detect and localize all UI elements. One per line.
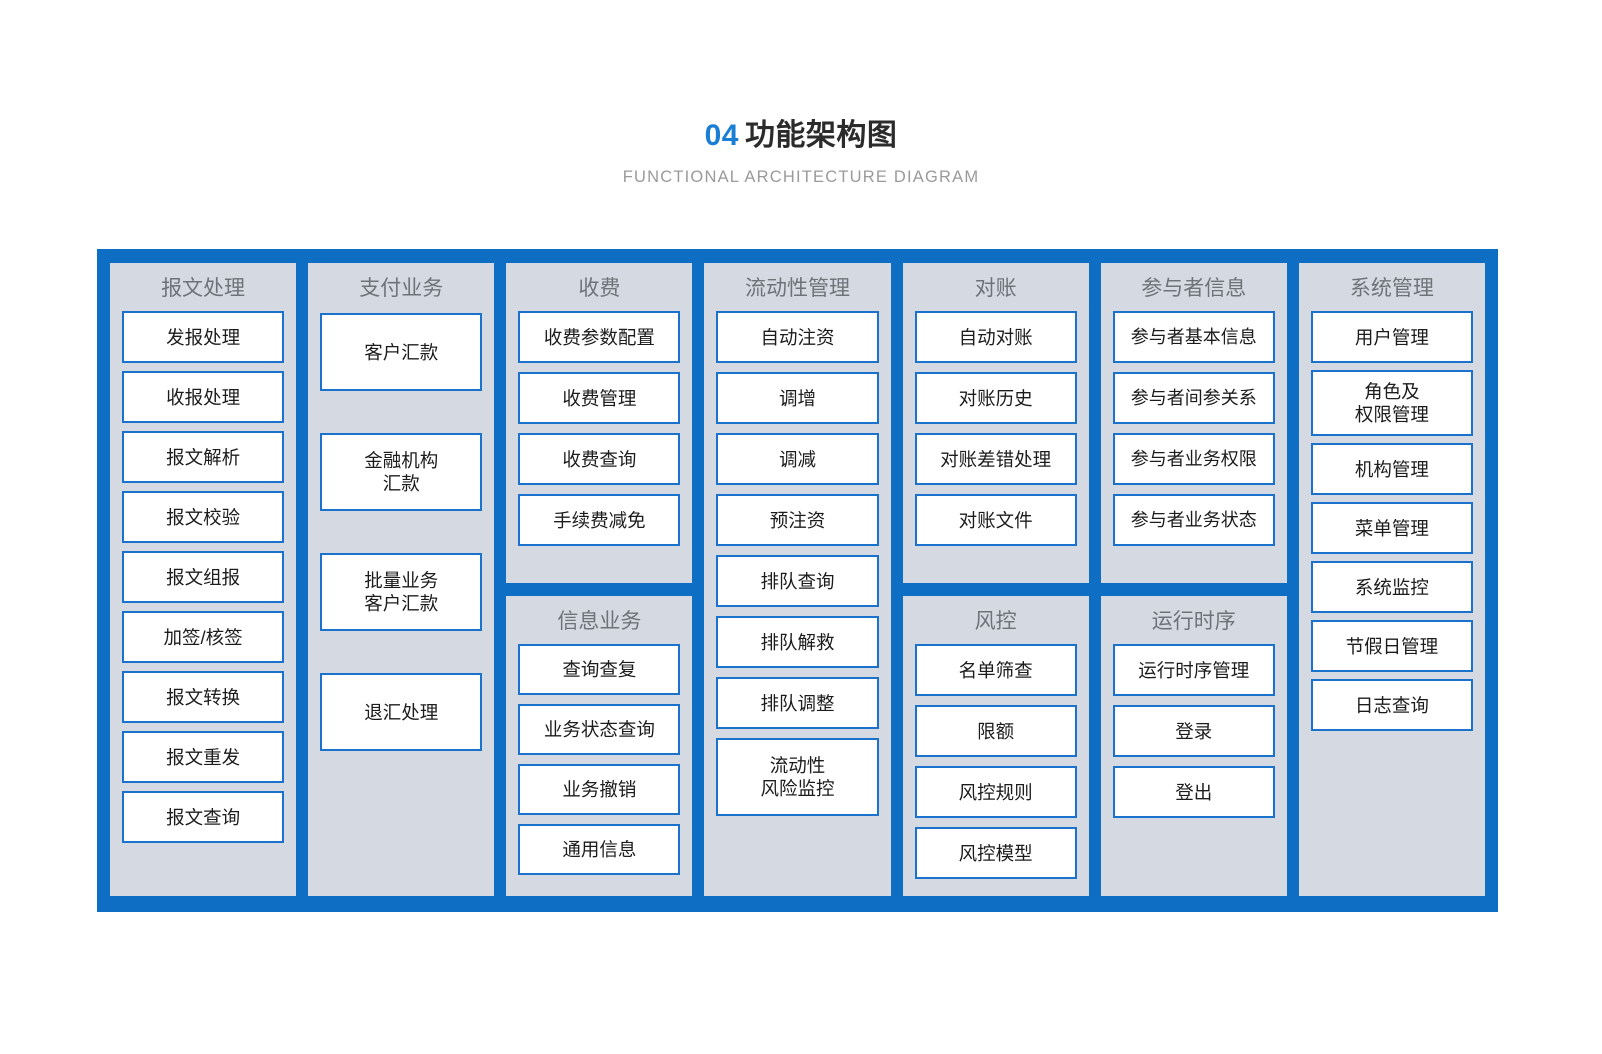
diagram-frame: 报文处理 发报处理 收报处理 报文解析 报文校验 报文组报 加签/核签 报文转换… (97, 249, 1498, 912)
item-box[interactable]: 报文解析 (122, 431, 285, 484)
column-liquidity-management: 流动性管理 自动注资 调增 调减 预注资 排队查询 排队解救 排队调整 流动性 … (704, 263, 891, 896)
item-box[interactable]: 自动注资 (716, 311, 879, 364)
item-box[interactable]: 发报处理 (122, 311, 285, 364)
item-box[interactable]: 登录 (1112, 705, 1275, 758)
item-box[interactable]: 收费参数配置 (518, 311, 681, 364)
group-items: 查询查复 业务状态查询 业务撤销 通用信息 (518, 644, 681, 876)
item-box[interactable]: 参与者业务状态 (1112, 494, 1275, 547)
item-box[interactable]: 报文组报 (122, 551, 285, 604)
item-box[interactable]: 风控规则 (914, 766, 1077, 819)
item-box[interactable]: 收报处理 (122, 371, 285, 424)
group-items: 客户汇款 金融机构 汇款 批量业务 客户汇款 退汇处理 (320, 313, 483, 752)
item-box[interactable]: 运行时序管理 (1112, 644, 1275, 697)
group-payment-business: 支付业务 客户汇款 金融机构 汇款 批量业务 客户汇款 退汇处理 (308, 263, 495, 896)
group-title: 系统管理 (1349, 277, 1434, 300)
item-box[interactable]: 报文查询 (122, 791, 285, 844)
item-box[interactable]: 调增 (716, 372, 879, 425)
item-box[interactable]: 排队查询 (716, 555, 879, 608)
item-box[interactable]: 加签/核签 (122, 611, 285, 664)
group-participant-info: 参与者信息 参与者基本信息 参与者间参关系 参与者业务权限 参与者业务状态 (1100, 263, 1287, 583)
item-box[interactable]: 对账差错处理 (914, 433, 1077, 486)
item-box[interactable]: 名单筛查 (914, 644, 1077, 697)
item-box[interactable]: 退汇处理 (320, 673, 483, 752)
group-title: 风控 (974, 610, 1017, 633)
group-title: 参与者信息 (1141, 277, 1247, 300)
item-box[interactable]: 通用信息 (518, 824, 681, 876)
group-title: 信息业务 (557, 610, 642, 633)
group-title: 流动性管理 (744, 277, 850, 300)
group-run-schedule: 运行时序 运行时序管理 登录 登出 (1100, 596, 1287, 896)
item-box[interactable]: 参与者基本信息 (1112, 311, 1275, 364)
title-text: 功能架构图 (744, 119, 898, 152)
group-items: 运行时序管理 登录 登出 (1112, 644, 1275, 819)
column-payment-business: 支付业务 客户汇款 金融机构 汇款 批量业务 客户汇款 退汇处理 (308, 263, 495, 896)
group-risk-control: 风控 名单筛查 限额 风控规则 风控模型 (902, 596, 1089, 896)
item-box[interactable]: 调减 (716, 433, 879, 486)
item-box[interactable]: 参与者间参关系 (1112, 372, 1275, 425)
item-box[interactable]: 机构管理 (1310, 443, 1473, 496)
item-box[interactable]: 收费查询 (518, 433, 681, 486)
column-reconciliation-and-risk: 对账 自动对账 对账历史 对账差错处理 对账文件 风控 名单筛查 限额 风控规则… (902, 263, 1089, 896)
item-box[interactable]: 对账文件 (914, 494, 1077, 547)
item-box[interactable]: 排队调整 (716, 677, 879, 730)
group-title: 对账 (974, 277, 1017, 300)
item-box[interactable]: 手续费减免 (518, 494, 681, 547)
group-system-management: 系统管理 用户管理 角色及 权限管理 机构管理 菜单管理 系统监控 节假日管理 … (1298, 263, 1485, 896)
section-number: 04 (704, 119, 739, 152)
group-items: 收费参数配置 收费管理 收费查询 手续费减免 (518, 311, 681, 547)
item-box[interactable]: 批量业务 客户汇款 (320, 553, 483, 632)
group-message-processing: 报文处理 发报处理 收报处理 报文解析 报文校验 报文组报 加签/核签 报文转换… (110, 263, 297, 896)
item-box[interactable]: 角色及 权限管理 (1310, 370, 1473, 437)
item-box[interactable]: 业务撤销 (518, 764, 681, 816)
column-participant-and-schedule: 参与者信息 参与者基本信息 参与者间参关系 参与者业务权限 参与者业务状态 运行… (1100, 263, 1287, 896)
group-items: 自动注资 调增 调减 预注资 排队查询 排队解救 排队调整 流动性 风险监控 (716, 311, 879, 817)
group-items: 发报处理 收报处理 报文解析 报文校验 报文组报 加签/核签 报文转换 报文重发… (122, 311, 285, 844)
group-reconciliation: 对账 自动对账 对账历史 对账差错处理 对账文件 (902, 263, 1089, 583)
item-box[interactable]: 参与者业务权限 (1112, 433, 1275, 486)
group-title: 收费 (578, 277, 621, 300)
item-box[interactable]: 风控模型 (914, 827, 1077, 880)
item-box[interactable]: 报文校验 (122, 491, 285, 544)
group-liquidity-management: 流动性管理 自动注资 调增 调减 预注资 排队查询 排队解救 排队调整 流动性 … (704, 263, 891, 896)
group-items: 自动对账 对账历史 对账差错处理 对账文件 (914, 311, 1077, 547)
group-title: 支付业务 (359, 277, 444, 300)
item-box[interactable]: 查询查复 (518, 644, 681, 696)
item-box[interactable]: 客户汇款 (320, 313, 483, 392)
group-items: 参与者基本信息 参与者间参关系 参与者业务权限 参与者业务状态 (1112, 311, 1275, 547)
item-box[interactable]: 自动对账 (914, 311, 1077, 364)
item-box[interactable]: 金融机构 汇款 (320, 433, 483, 512)
item-box[interactable]: 流动性 风险监控 (716, 738, 879, 817)
item-box[interactable]: 登出 (1112, 766, 1275, 819)
item-box[interactable]: 用户管理 (1310, 311, 1473, 364)
group-title: 运行时序 (1151, 610, 1236, 633)
item-box[interactable]: 日志查询 (1310, 679, 1473, 732)
item-box[interactable]: 报文重发 (122, 731, 285, 784)
item-box[interactable]: 菜单管理 (1310, 502, 1473, 555)
item-box[interactable]: 对账历史 (914, 372, 1077, 425)
item-box[interactable]: 收费管理 (518, 372, 681, 425)
item-box[interactable]: 系统监控 (1310, 561, 1473, 614)
column-message-processing: 报文处理 发报处理 收报处理 报文解析 报文校验 报文组报 加签/核签 报文转换… (110, 263, 297, 896)
item-box[interactable]: 节假日管理 (1310, 620, 1473, 673)
column-fee-and-info: 收费 收费参数配置 收费管理 收费查询 手续费减免 信息业务 查询查复 业务状态… (506, 263, 693, 896)
item-box[interactable]: 限额 (914, 705, 1077, 758)
group-title: 报文处理 (161, 277, 246, 300)
item-box[interactable]: 报文转换 (122, 671, 285, 724)
group-items: 用户管理 角色及 权限管理 机构管理 菜单管理 系统监控 节假日管理 日志查询 (1310, 311, 1473, 732)
item-box[interactable]: 业务状态查询 (518, 704, 681, 756)
group-information-business: 信息业务 查询查复 业务状态查询 业务撤销 通用信息 (506, 596, 693, 896)
group-fee: 收费 收费参数配置 收费管理 收费查询 手续费减免 (506, 263, 693, 583)
column-system-management: 系统管理 用户管理 角色及 权限管理 机构管理 菜单管理 系统监控 节假日管理 … (1298, 263, 1485, 896)
item-box[interactable]: 预注资 (716, 494, 879, 547)
page-subtitle: FUNCTIONAL ARCHITECTURE DIAGRAM (622, 168, 980, 186)
item-box[interactable]: 排队解救 (716, 616, 879, 669)
group-items: 名单筛查 限额 风控规则 风控模型 (914, 644, 1077, 880)
